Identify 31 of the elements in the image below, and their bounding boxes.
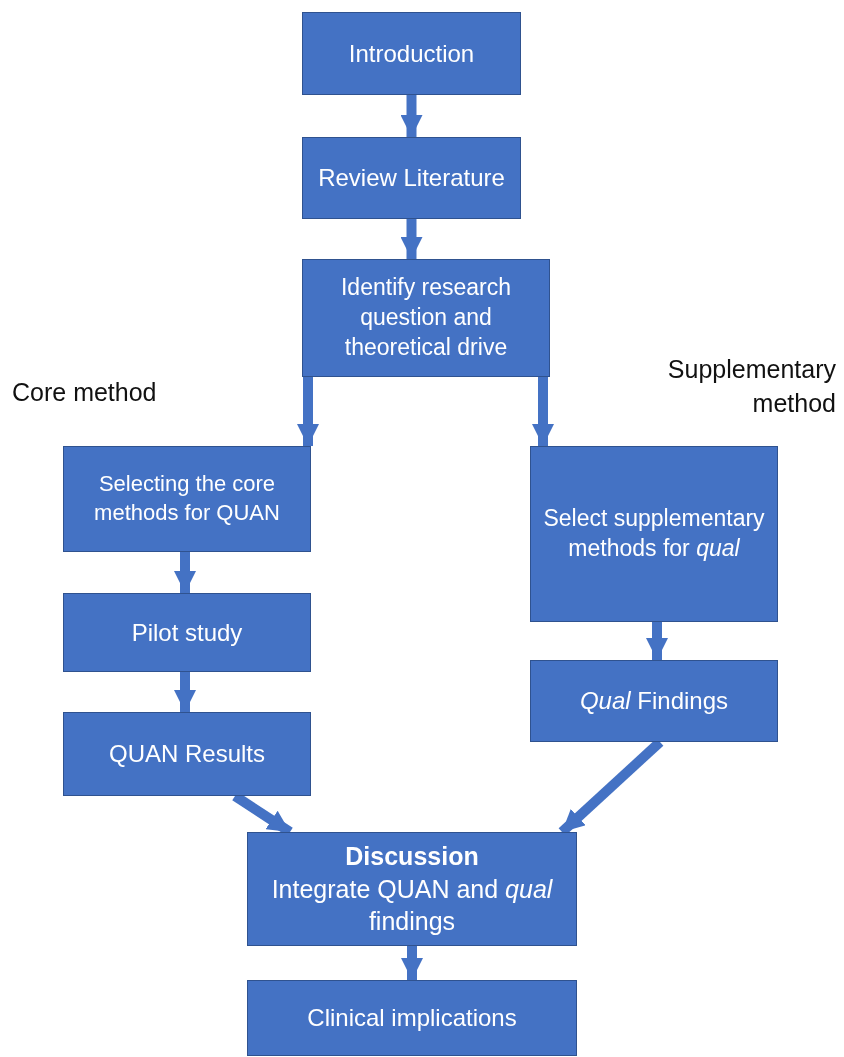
box-text: Selecting the core methods for QUAN	[93, 470, 281, 527]
process-box	[247, 980, 577, 1056]
box-text: Introduction	[348, 38, 475, 69]
arrow	[532, 377, 554, 446]
section-label: Supplementary method	[666, 354, 836, 419]
process-box	[302, 12, 521, 95]
section-label: Core method	[12, 377, 158, 408]
box-text: Identify research question and theoretical drive	[340, 273, 512, 362]
process-box	[247, 832, 577, 946]
box-text: Qual Findings	[579, 686, 729, 717]
process-box	[530, 660, 778, 742]
box-text: Select supplementary methods for qual	[542, 504, 766, 563]
box-heading: Discussion	[345, 841, 479, 873]
arrow	[400, 219, 423, 259]
arrow	[401, 946, 423, 980]
process-box	[530, 446, 778, 622]
process-box	[63, 446, 311, 552]
arrow	[174, 672, 196, 712]
process-box	[63, 593, 311, 672]
arrow	[174, 552, 196, 593]
box-text: Pilot study	[131, 617, 243, 648]
process-box	[63, 712, 311, 796]
arrow	[297, 377, 319, 446]
arrow	[646, 622, 668, 660]
process-box	[302, 137, 521, 219]
process-box	[302, 259, 550, 377]
box-text: QUAN Results	[108, 739, 265, 770]
box-text: Clinical implications	[307, 1003, 517, 1034]
box-text: Review Literature	[318, 163, 505, 194]
box-text: Integrate QUAN and qual findings	[270, 873, 554, 938]
arrow	[400, 95, 423, 137]
